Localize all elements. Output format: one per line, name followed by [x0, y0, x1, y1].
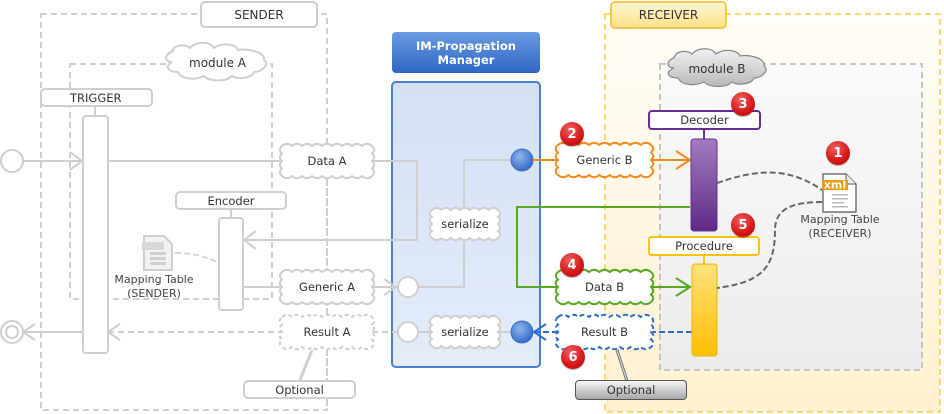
module-a-label: module A [189, 56, 246, 70]
manager-port-result-b [510, 320, 534, 344]
serialize-bottom-box [428, 314, 502, 350]
message-generic-b[interactable]: Generic B [576, 153, 633, 167]
manager-header: IM-Propagation Manager [392, 32, 540, 73]
step-badge-1: 1 [826, 141, 850, 165]
procedure-header: Procedure [648, 236, 760, 256]
optional-note-a: Optional [243, 380, 356, 399]
result-b-box [554, 313, 655, 351]
mapping-sender-line2: (SENDER) [127, 287, 181, 300]
encoder-activation [218, 217, 244, 311]
serialize-step-bottom[interactable]: serialize [441, 325, 489, 339]
trigger-activation [82, 115, 109, 354]
manager-title: IM-Propagation Manager [415, 38, 516, 67]
module-b-cloud [667, 48, 767, 88]
receiver-label: RECEIVER [610, 1, 727, 29]
xml-badge: xml [824, 179, 846, 192]
manager-input-port-generic [397, 276, 419, 298]
step-badge-3: 3 [731, 92, 755, 116]
step-badge-6: 6 [561, 345, 585, 369]
mapping-table-sender-caption: Mapping Table (SENDER) [104, 272, 204, 302]
optional-note-b: Optional [575, 380, 687, 400]
sender-label: SENDER [200, 1, 318, 28]
trigger-header: TRIGGER [40, 88, 153, 107]
module-a-cloud [165, 41, 268, 82]
serialize-step-top[interactable]: serialize [441, 217, 489, 231]
step-badge-5: 5 [731, 213, 755, 237]
generic-b-box [554, 141, 655, 179]
mapping-table-receiver-caption: Mapping Table (RECEIVER) [790, 212, 890, 242]
result-a-box [278, 313, 376, 351]
mapping-table-sender-icon [142, 235, 173, 271]
mapping-receiver-line2: (RECEIVER) [808, 227, 872, 240]
generic-a-box [278, 268, 376, 306]
manager-output-port-result [397, 321, 419, 343]
message-data-b[interactable]: Data B [584, 280, 624, 294]
decoder-header: Decoder [648, 110, 761, 130]
mapping-table-receiver-icon: xml [822, 173, 857, 213]
encoder-header: Encoder [175, 191, 287, 210]
module-b-label: module B [688, 62, 746, 76]
message-data-a[interactable]: Data A [307, 154, 347, 168]
data-a-box [278, 142, 376, 180]
mapping-receiver-line1: Mapping Table [800, 213, 880, 226]
mapping-sender-line1: Mapping Table [114, 273, 194, 286]
manager-port-generic-b [510, 148, 534, 172]
serialize-top-box [428, 206, 502, 242]
step-badge-4: 4 [560, 253, 584, 277]
initial-node [0, 149, 24, 173]
message-generic-a[interactable]: Generic A [298, 280, 356, 294]
step-badge-2: 2 [560, 122, 584, 146]
data-b-box [554, 268, 655, 306]
message-result-b[interactable]: Result B [580, 325, 629, 339]
decoder-activation [690, 138, 718, 232]
message-result-a[interactable]: Result A [303, 325, 351, 339]
procedure-activation [691, 263, 718, 357]
